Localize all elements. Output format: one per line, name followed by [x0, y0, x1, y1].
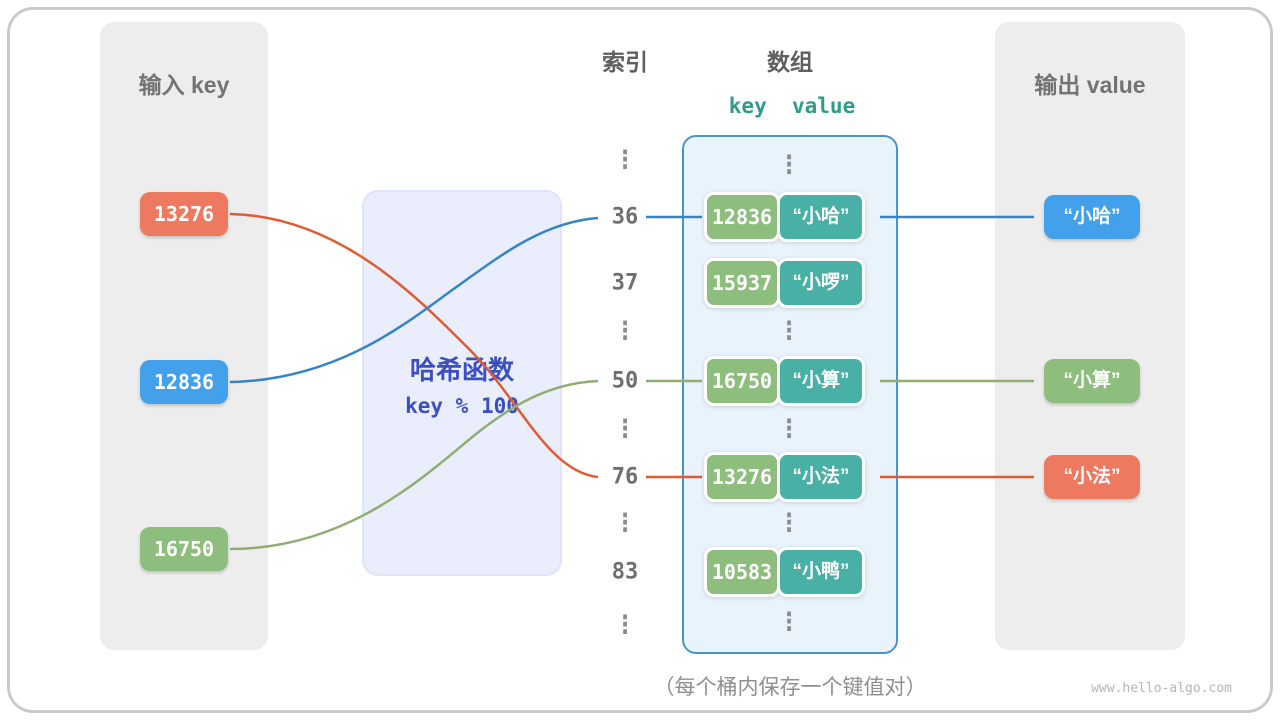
watermark: www.hello-algo.com	[1091, 681, 1232, 696]
index-ellipsis: ⋮	[614, 317, 636, 345]
hash-function-title: 哈希函数	[409, 355, 515, 385]
output-panel-title: 输出 value	[1034, 72, 1146, 98]
pair-key: 15937	[704, 258, 780, 308]
bucket-pair-36: 12836 “小哈”	[704, 192, 865, 242]
bucket-ellipsis: ⋮	[778, 608, 800, 636]
pair-value: “小哈”	[777, 192, 865, 242]
output-value-xiaofa: “小法”	[1044, 455, 1140, 499]
input-key-13276: 13276	[140, 192, 228, 236]
output-value-xiaosuan: “小算”	[1044, 359, 1140, 403]
bucket-ellipsis: ⋮	[778, 509, 800, 537]
index-column-title: 索引	[602, 49, 648, 75]
input-key-12836: 12836	[140, 360, 228, 404]
hash-function-box: 哈希函数 key % 100	[362, 190, 562, 576]
index-36: 36	[611, 204, 639, 230]
output-panel: 输出 value	[995, 22, 1185, 650]
bucket-ellipsis: ⋮	[778, 317, 800, 345]
input-panel-title: 输入 key	[138, 72, 230, 98]
bucket-ellipsis: ⋮	[778, 415, 800, 443]
pair-key: 16750	[704, 356, 780, 406]
index-76: 76	[611, 464, 639, 490]
index-ellipsis: ⋮	[614, 611, 636, 639]
pair-key: 12836	[704, 192, 780, 242]
array-column-title: 数组	[767, 49, 813, 75]
key-value-header: key value	[728, 94, 856, 118]
pair-value: “小算”	[777, 356, 865, 406]
bucket-pair-50: 16750 “小算”	[704, 356, 865, 406]
pair-key: 13276	[704, 452, 780, 502]
output-value-xiaoha: “小哈”	[1044, 195, 1140, 239]
pair-value: “小啰”	[777, 258, 865, 308]
index-37: 37	[611, 270, 639, 296]
pair-key: 10583	[704, 547, 780, 597]
index-50: 50	[611, 368, 639, 394]
outer-frame	[7, 7, 1273, 713]
index-ellipsis: ⋮	[614, 146, 636, 174]
input-key-16750: 16750	[140, 527, 228, 571]
pair-value: “小法”	[777, 452, 865, 502]
pair-value: “小鸭”	[777, 547, 865, 597]
bucket-ellipsis: ⋮	[778, 151, 800, 179]
bucket-pair-37: 15937 “小啰”	[704, 258, 865, 308]
bucket-pair-76: 13276 “小法”	[704, 452, 865, 502]
caption: （每个桶内保存一个键值对）	[653, 676, 927, 699]
hash-function-formula: key % 100	[405, 394, 519, 418]
bucket-pair-83: 10583 “小鸭”	[704, 547, 865, 597]
index-83: 83	[611, 559, 639, 585]
index-ellipsis: ⋮	[614, 509, 636, 537]
index-ellipsis: ⋮	[614, 415, 636, 443]
